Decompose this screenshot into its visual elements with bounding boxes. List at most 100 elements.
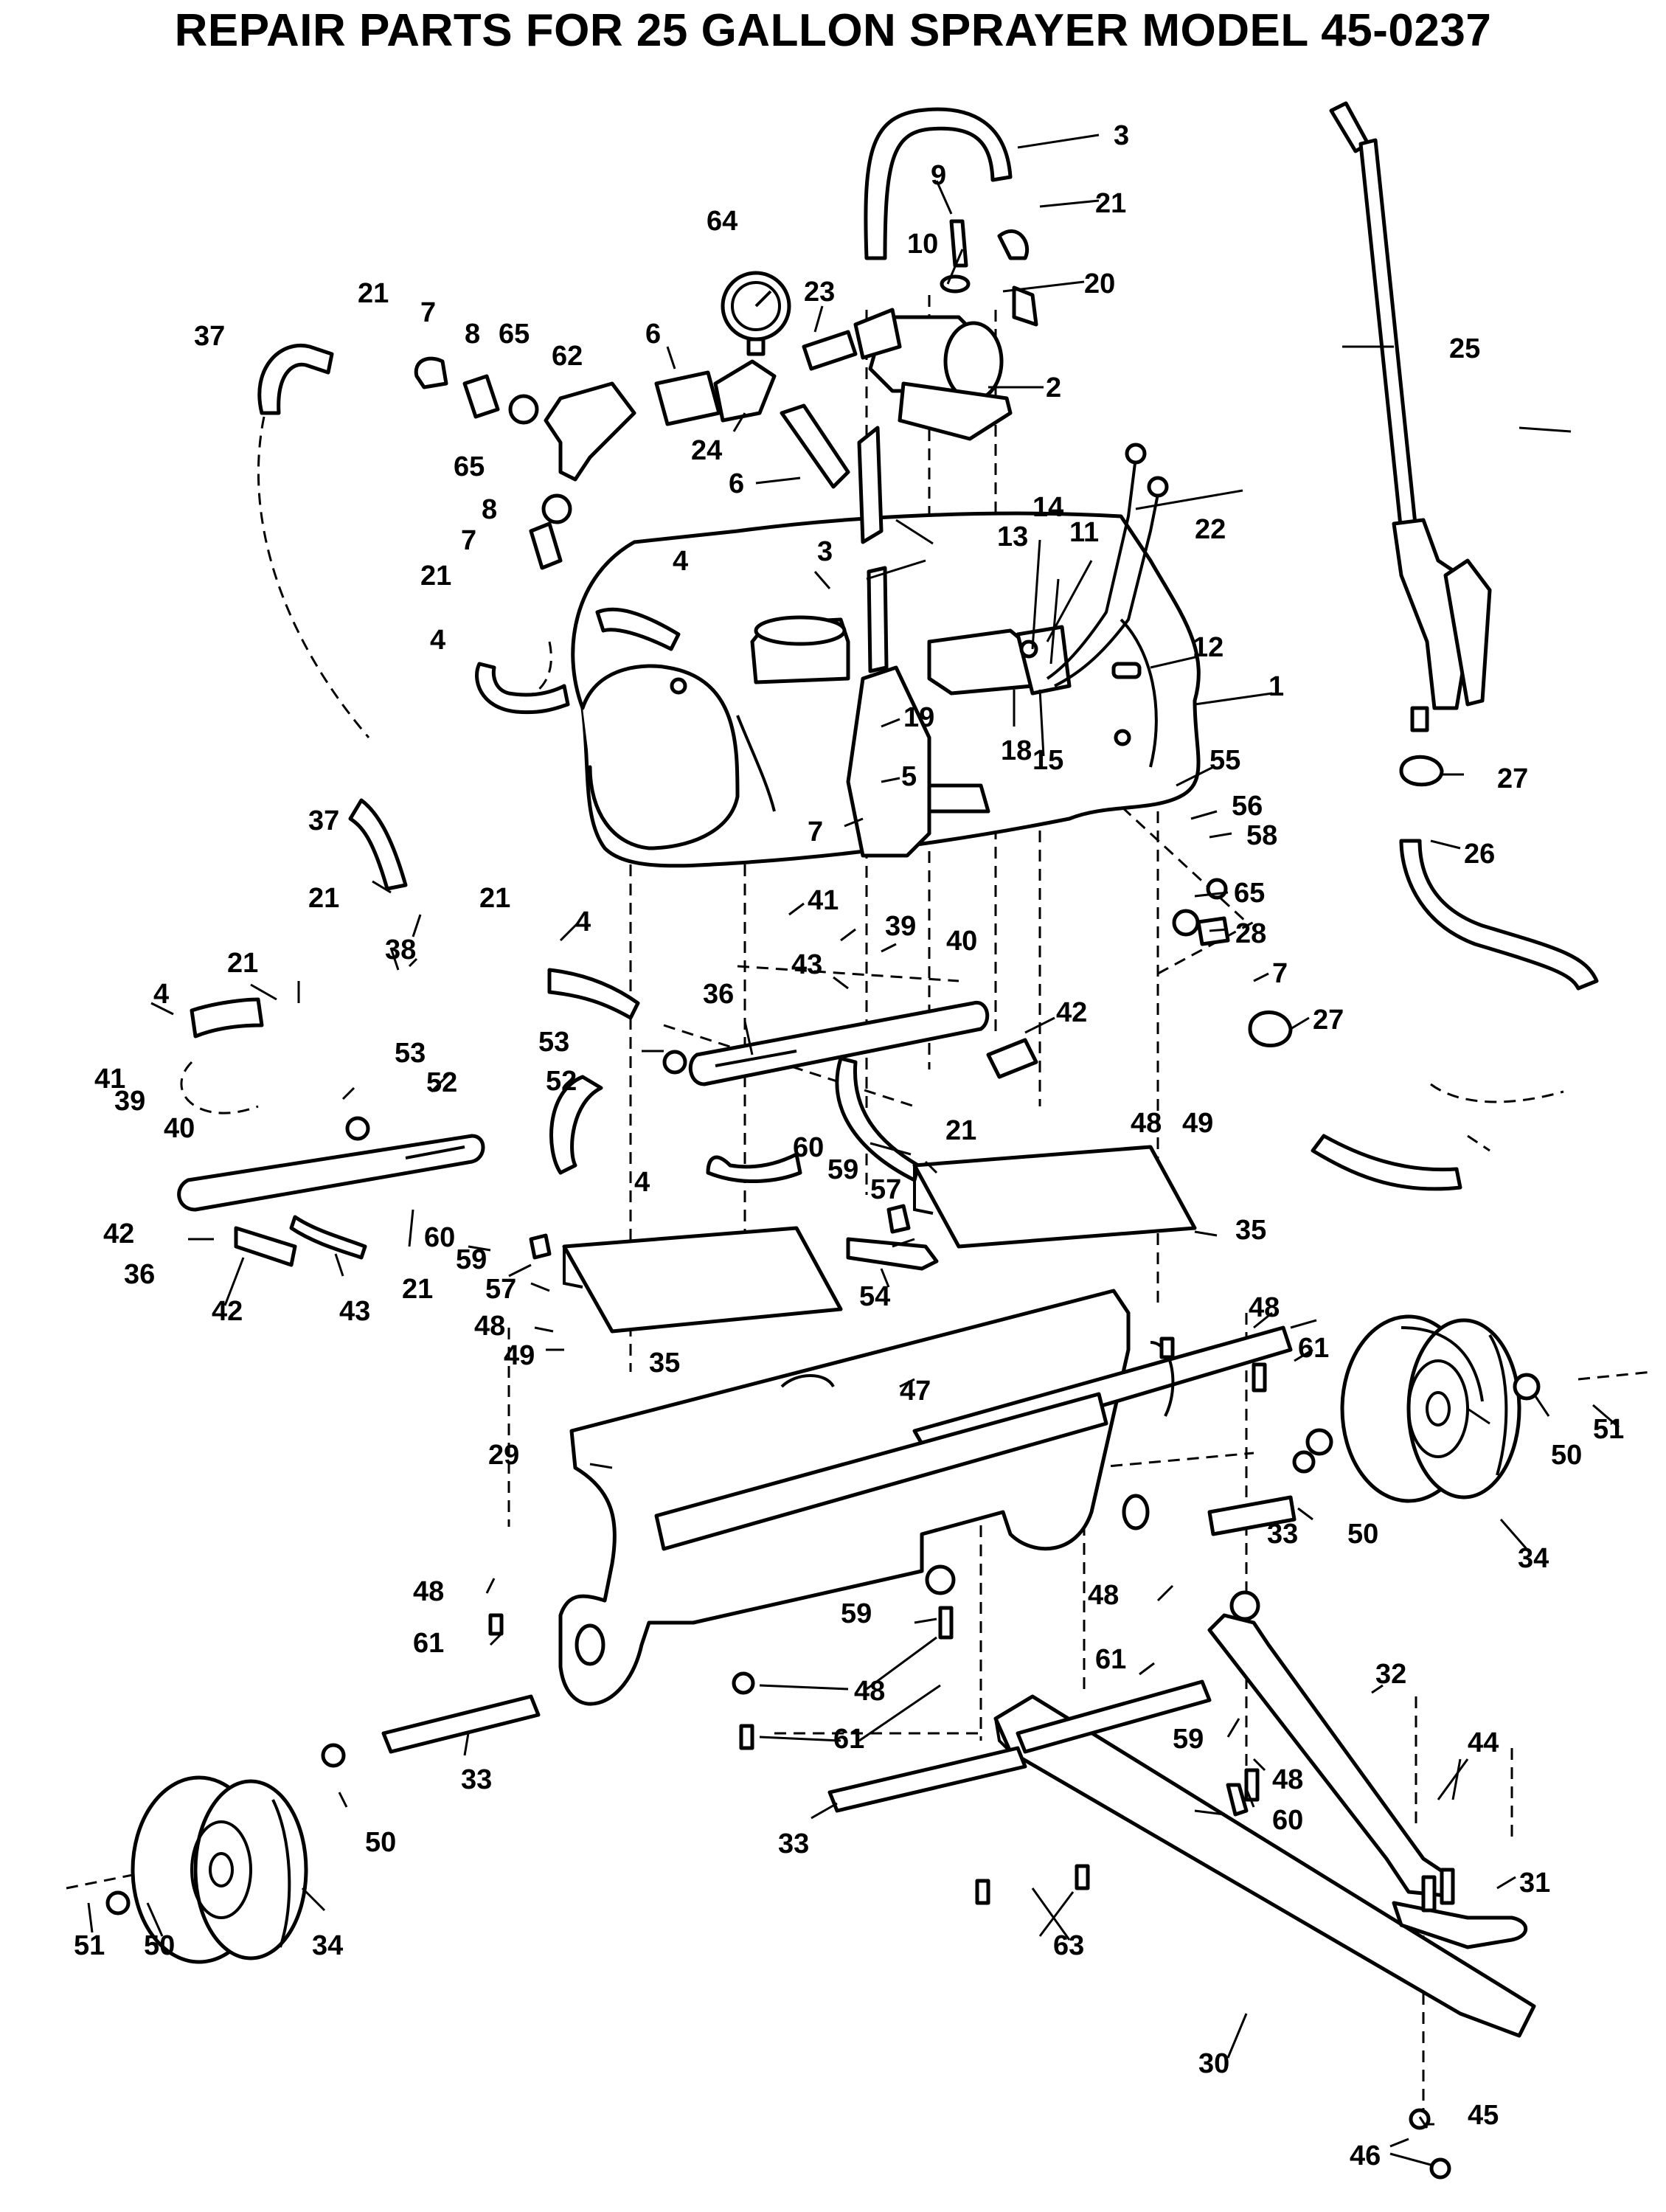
callout-c61d: 61 bbox=[833, 1724, 864, 1755]
callout-c48e: 48 bbox=[1088, 1580, 1119, 1611]
callout-c34b: 34 bbox=[312, 1930, 343, 1961]
callout-c4c: 4 bbox=[575, 906, 591, 937]
callout-c21d: 21 bbox=[308, 883, 339, 914]
tank bbox=[571, 511, 1201, 868]
callout-c31: 31 bbox=[1519, 1868, 1550, 1899]
callout-c35b: 35 bbox=[1235, 1215, 1266, 1246]
callout-c60b: 60 bbox=[793, 1132, 824, 1163]
callout-c50b: 50 bbox=[1347, 1519, 1378, 1550]
callout-c42a: 42 bbox=[103, 1218, 134, 1249]
callout-c65a: 65 bbox=[499, 319, 530, 350]
callout-c18: 18 bbox=[1001, 735, 1032, 766]
callout-c48g: 48 bbox=[1249, 1292, 1280, 1323]
callout-c28: 28 bbox=[1235, 918, 1266, 949]
callout-c33a: 33 bbox=[461, 1764, 492, 1795]
callout-c50a: 50 bbox=[1551, 1440, 1582, 1471]
callout-c19: 19 bbox=[903, 702, 934, 733]
pump bbox=[853, 308, 1013, 441]
callout-c27b: 27 bbox=[1313, 1005, 1344, 1036]
callout-c45: 45 bbox=[1468, 2100, 1499, 2131]
callout-c21b: 21 bbox=[358, 278, 389, 309]
spray-wand bbox=[1248, 101, 1492, 1047]
callout-c61b: 61 bbox=[1298, 1333, 1329, 1364]
callout-c52b: 52 bbox=[546, 1066, 577, 1097]
callout-numbers: 3 9 21 64 10 20 23 21 7 37 8 65 6 62 25 … bbox=[74, 120, 1624, 2171]
callout-c27a: 27 bbox=[1497, 763, 1528, 794]
axles bbox=[381, 1495, 1297, 1813]
hoses bbox=[190, 107, 1599, 1191]
callout-c13: 13 bbox=[997, 521, 1028, 552]
callout-c48b: 48 bbox=[413, 1576, 444, 1607]
callout-c24: 24 bbox=[691, 435, 722, 466]
callout-c4e: 4 bbox=[634, 1167, 650, 1198]
callout-c5: 5 bbox=[901, 761, 917, 792]
callout-c62: 62 bbox=[552, 341, 583, 372]
gauge-and-fittings bbox=[414, 219, 1038, 570]
callout-c52a: 52 bbox=[426, 1067, 457, 1098]
diagram-title: REPAIR PARTS FOR 25 GALLON SPRAYER MODEL… bbox=[174, 5, 1492, 56]
callout-c60a: 60 bbox=[424, 1222, 455, 1253]
callout-c32: 32 bbox=[1375, 1659, 1406, 1690]
switch-and-wiring bbox=[927, 443, 1169, 696]
callout-c6b: 6 bbox=[729, 468, 744, 499]
callout-c30: 30 bbox=[1198, 2048, 1229, 2079]
callout-c53a: 53 bbox=[395, 1038, 426, 1069]
callout-c26: 26 bbox=[1464, 839, 1495, 870]
callout-c63: 63 bbox=[1053, 1930, 1084, 1961]
callout-c59a: 59 bbox=[456, 1244, 487, 1275]
callout-c46: 46 bbox=[1350, 2140, 1381, 2171]
callout-c3b: 3 bbox=[817, 536, 833, 567]
callout-c65b: 65 bbox=[454, 451, 485, 482]
callout-c59c: 59 bbox=[841, 1598, 872, 1629]
callout-c64: 64 bbox=[707, 206, 737, 237]
callout-c55: 55 bbox=[1209, 745, 1240, 776]
callout-c25: 25 bbox=[1449, 333, 1480, 364]
frame bbox=[558, 1289, 1293, 1706]
wheels bbox=[131, 1314, 1521, 1964]
callout-c56: 56 bbox=[1232, 791, 1263, 822]
callout-c61c: 61 bbox=[1095, 1644, 1126, 1675]
callout-c1: 1 bbox=[1268, 671, 1284, 702]
mounting-brackets bbox=[562, 1145, 1197, 1334]
callout-c65c: 65 bbox=[1234, 878, 1265, 909]
callout-c33c: 33 bbox=[1267, 1519, 1298, 1550]
callout-c21f: 21 bbox=[227, 948, 258, 979]
tongue-assembly bbox=[993, 1613, 1536, 2038]
leader-lines bbox=[87, 134, 1620, 2166]
callout-c61a: 61 bbox=[413, 1628, 444, 1659]
callout-c39a: 39 bbox=[114, 1086, 145, 1117]
callout-c8a: 8 bbox=[465, 319, 480, 350]
callout-c50d: 50 bbox=[144, 1930, 175, 1961]
callout-c60c: 60 bbox=[1272, 1805, 1303, 1836]
callout-c42b: 42 bbox=[1056, 997, 1087, 1028]
callout-c57a: 57 bbox=[485, 1274, 516, 1305]
callout-c10: 10 bbox=[907, 229, 938, 260]
callout-c37a: 37 bbox=[194, 321, 225, 352]
callout-c9: 9 bbox=[931, 160, 946, 191]
callout-c7d: 7 bbox=[1272, 958, 1288, 989]
callout-c42c: 42 bbox=[212, 1296, 243, 1327]
callout-c21c: 21 bbox=[420, 561, 451, 592]
callout-c43a: 43 bbox=[339, 1296, 370, 1327]
callout-c39b: 39 bbox=[885, 911, 916, 942]
callout-c48c: 48 bbox=[854, 1676, 885, 1707]
callout-c48a: 48 bbox=[474, 1311, 505, 1342]
callout-c58: 58 bbox=[1246, 820, 1277, 851]
callout-c12: 12 bbox=[1193, 632, 1224, 663]
callout-c36a: 36 bbox=[124, 1259, 155, 1290]
callout-c38: 38 bbox=[385, 935, 416, 965]
callout-c4b: 4 bbox=[430, 625, 445, 656]
callout-c59b: 59 bbox=[827, 1154, 858, 1185]
callout-c36b: 36 bbox=[703, 979, 734, 1010]
callout-c43b: 43 bbox=[791, 949, 822, 980]
booms bbox=[177, 1001, 1038, 1267]
callout-c47: 47 bbox=[900, 1376, 931, 1407]
callout-c15: 15 bbox=[1032, 745, 1063, 776]
callout-c34a: 34 bbox=[1518, 1543, 1549, 1574]
callout-c41a: 41 bbox=[94, 1064, 125, 1095]
callout-c11: 11 bbox=[1069, 517, 1099, 548]
callout-c48h: 48 bbox=[1272, 1764, 1303, 1795]
callout-c3a: 3 bbox=[1114, 120, 1129, 151]
callout-c41b: 41 bbox=[808, 885, 839, 916]
